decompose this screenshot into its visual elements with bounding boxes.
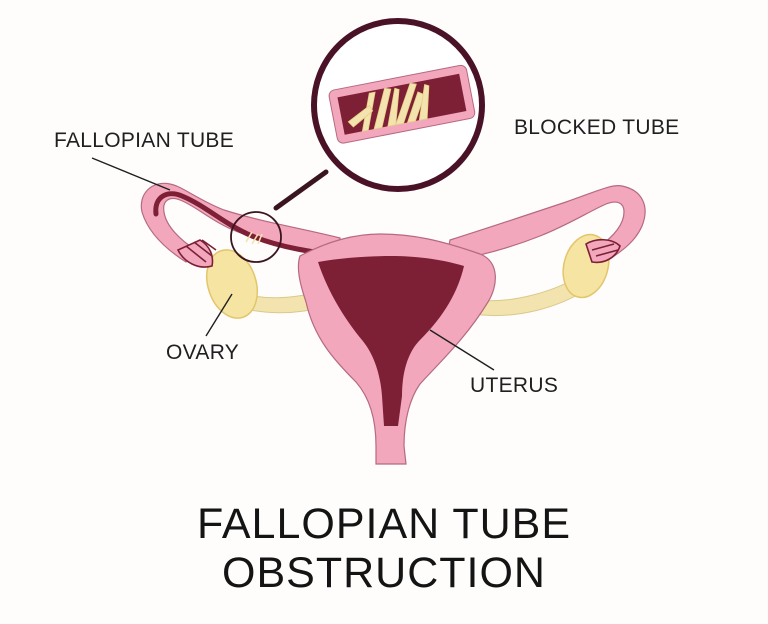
fimbriae-right <box>585 238 621 264</box>
ovary-left <box>205 249 259 319</box>
magnifier-connector <box>273 169 329 211</box>
blocked-section-marker <box>230 211 282 263</box>
label-uterus: UTERUS <box>470 374 559 397</box>
magnified-view <box>311 18 485 192</box>
blockage-small <box>245 231 263 245</box>
fallopian-tube-right <box>445 185 646 264</box>
uterine-cavity <box>318 256 464 426</box>
uterus-leader <box>429 329 495 371</box>
uterus <box>297 233 496 465</box>
title-line-1: FALLOPIAN TUBE <box>196 500 572 548</box>
page-title: FALLOPIAN TUBE OBSTRUCTION <box>0 500 768 598</box>
label-fallopian-tube: FALLOPIAN TUBE <box>54 129 235 152</box>
label-ovary: OVARY <box>166 341 240 364</box>
ovary-leader <box>205 293 233 337</box>
blockage-magnified <box>347 82 430 132</box>
title-line-2: OBSTRUCTION <box>222 549 546 597</box>
fimbriae-left <box>176 239 217 268</box>
fallopian-tube-leader <box>91 157 171 191</box>
fallopian-tube-left <box>140 182 347 268</box>
label-blocked-tube: BLOCKED TUBE <box>514 116 680 139</box>
